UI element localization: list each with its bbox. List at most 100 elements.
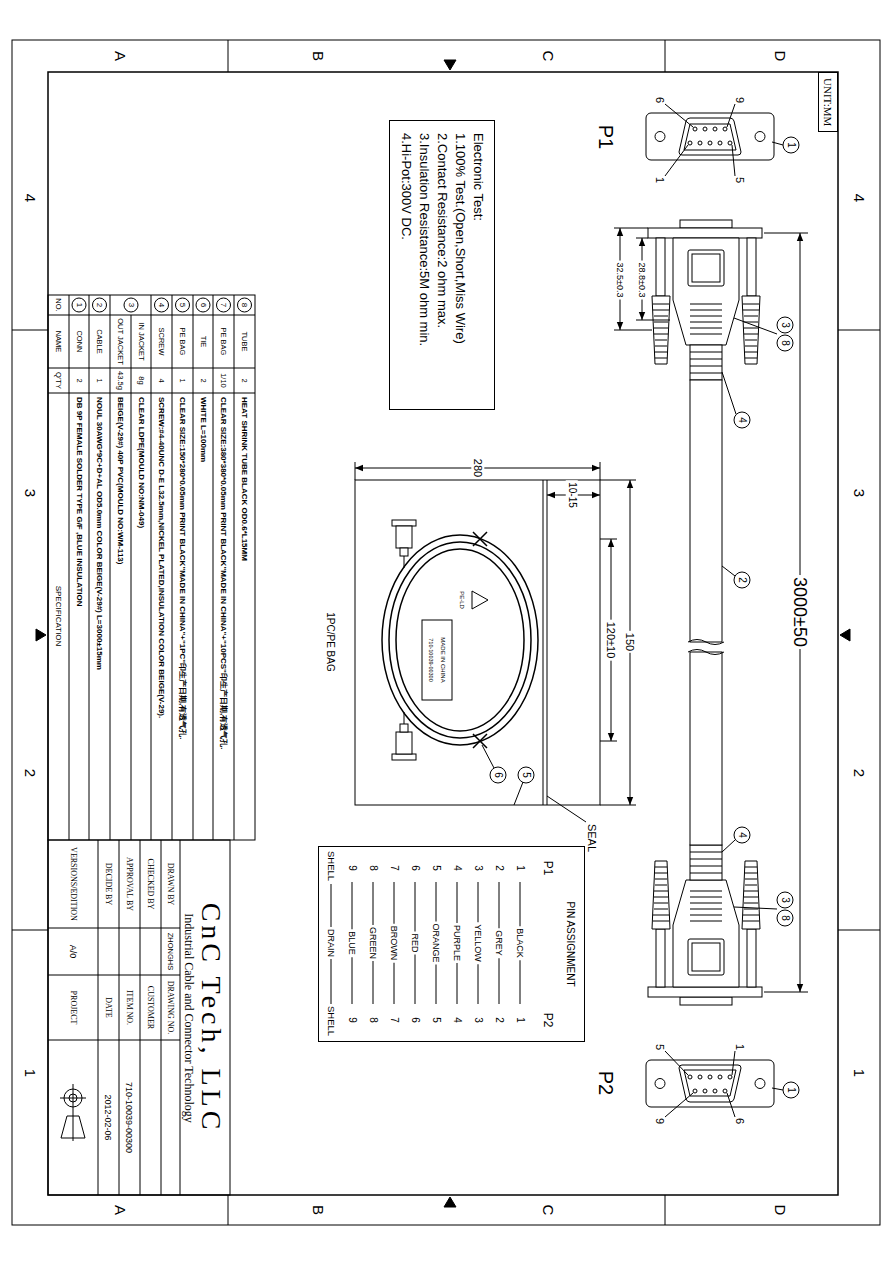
wire-color: BROWN xyxy=(389,924,399,963)
zone-letter: B xyxy=(309,1205,326,1215)
title-block xyxy=(48,840,230,1195)
specification: CLEAR LDPE(MOULD NO:NM-049) xyxy=(136,397,145,528)
column-header: SPECIFICATION xyxy=(54,586,63,647)
pe-bag xyxy=(389,542,531,738)
field-label: VERSIONS/EDITION xyxy=(68,847,77,921)
wire-color: ORANGE xyxy=(431,921,441,964)
specification: CLEAR SIZE:150*280*0.05mm PRINT BLACK"MA… xyxy=(178,397,187,740)
connector-name: P2 xyxy=(540,1013,554,1028)
connector-face-view xyxy=(665,104,735,176)
box-text: 2.Contact Resistance:2 ohm max. xyxy=(433,133,451,328)
quantity: 2 xyxy=(75,378,84,382)
pe-bag xyxy=(392,520,416,526)
callout-number: 4 xyxy=(157,303,166,307)
pin-number: 8 xyxy=(367,1017,379,1023)
quantity: 2 xyxy=(199,378,208,382)
callout-number: 2 xyxy=(95,303,104,307)
callout-number: 1 xyxy=(74,303,83,307)
pe-bag xyxy=(396,549,524,731)
box-text: 3.Insulation Resistance:5M ohm min. xyxy=(415,133,433,346)
field-value: 710-10039-00300 xyxy=(124,1082,134,1153)
box-text: UNIT:MM xyxy=(821,78,835,126)
sheet-frame xyxy=(48,72,838,1195)
sheet-frame xyxy=(444,60,456,70)
column-header: Q'TY xyxy=(54,372,63,389)
specification: SCREW:#4-40UNC D-E L32.5mm,NICKEL PLATED… xyxy=(157,397,166,718)
pin-number: 6 xyxy=(409,1017,421,1023)
pin-number: 4 xyxy=(451,865,463,871)
callout-number: 4 xyxy=(736,832,748,838)
column-header: NO. xyxy=(54,298,63,311)
pin-number: 1 xyxy=(734,1044,747,1050)
field-value: A/0 xyxy=(68,945,78,959)
specification: WHITE L=100mm xyxy=(198,397,207,462)
connector-name: P1 xyxy=(594,125,617,149)
spec-table xyxy=(238,298,252,312)
company-name: CnC Tech, LLC xyxy=(195,903,227,1134)
pin-number: 1 xyxy=(514,1017,526,1023)
field-value: 2012-02-06 xyxy=(103,1094,113,1140)
callout-circle xyxy=(490,767,506,783)
spec-table xyxy=(196,298,210,312)
pe-bag xyxy=(472,591,488,609)
pe-bag xyxy=(543,480,547,805)
spec-table xyxy=(48,315,255,393)
pin-number: 5 xyxy=(734,177,747,183)
cable-assembly xyxy=(690,380,722,642)
callout-number: 1 xyxy=(785,1087,797,1093)
cable-assembly xyxy=(648,845,762,1005)
company-tagline: Industrial Cable and Connector Technolog… xyxy=(181,913,195,1123)
zone-letter: B xyxy=(309,51,326,61)
dimension: 10-15 xyxy=(566,480,578,510)
wire-color: BLACK xyxy=(515,926,525,960)
leader-line xyxy=(722,318,777,909)
quantity: 4 xyxy=(157,378,166,382)
connector-face-view xyxy=(665,1051,735,1117)
zone-letter: D xyxy=(771,51,788,62)
pin-number: 8 xyxy=(367,865,379,871)
cable-assembly xyxy=(690,652,722,845)
part-name: TUBE xyxy=(240,331,249,351)
zone-number: 4 xyxy=(21,194,38,202)
dimension-line xyxy=(614,228,808,992)
spec-table xyxy=(48,295,255,840)
pin-number: 5 xyxy=(654,1044,667,1050)
zone-number: 1 xyxy=(850,1069,867,1077)
pin-wire xyxy=(331,882,520,1004)
dimension: 32.5±0.3 xyxy=(615,261,625,300)
zone-letter: D xyxy=(771,1205,788,1216)
connector-name: P2 xyxy=(594,1071,617,1095)
callout-circle xyxy=(518,767,534,783)
wire-color: GREEN xyxy=(368,925,378,961)
cable-assembly xyxy=(648,220,762,1005)
dimension: 150 xyxy=(624,631,637,653)
callout-number: 5 xyxy=(178,303,187,307)
dimension: 3000±50 xyxy=(790,575,811,649)
pe-bag xyxy=(396,526,412,548)
sheet-frame xyxy=(12,40,880,1225)
zone-number: 3 xyxy=(850,489,867,497)
pe-bag xyxy=(404,556,405,568)
callout-number: 7 xyxy=(219,303,228,307)
zone-letter: C xyxy=(539,51,556,62)
quantity: 43.5g xyxy=(116,371,125,390)
callout-circle xyxy=(777,317,793,333)
callout-circle xyxy=(777,335,793,351)
wire-color: DRAIN xyxy=(326,927,336,959)
part-name: PE BAG xyxy=(219,328,228,356)
zone-number: 1 xyxy=(21,1069,38,1077)
pin-number: 9 xyxy=(346,865,358,871)
zone-number: 2 xyxy=(21,769,38,777)
dimension-line xyxy=(614,228,670,330)
pe-bag xyxy=(392,754,416,760)
field-label: DECIDE BY xyxy=(104,863,113,905)
pe-bag xyxy=(547,796,586,822)
connector-face-view xyxy=(646,113,774,160)
pe-bag xyxy=(473,532,487,748)
callout-number: 6 xyxy=(492,772,504,778)
callout-number: 3 xyxy=(779,897,791,903)
pin-number: 6 xyxy=(734,1118,747,1124)
callout-number: 5 xyxy=(520,772,532,778)
callout-circle xyxy=(734,412,750,428)
